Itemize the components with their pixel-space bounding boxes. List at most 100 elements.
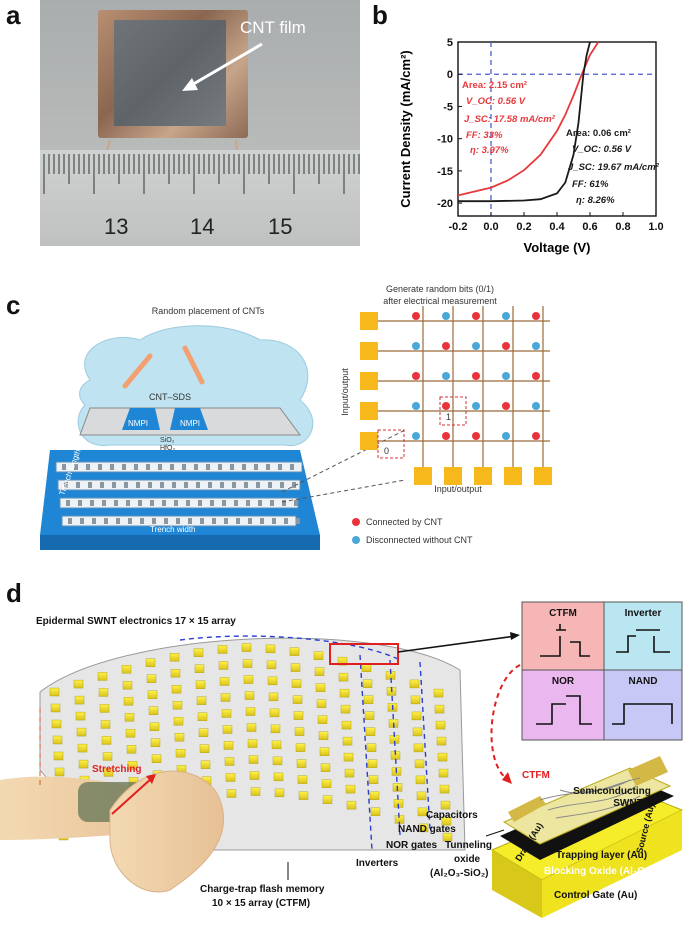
y-tick-label: -15 [437, 166, 453, 178]
ruler-ticks [43, 154, 360, 194]
random-placement-title: Random placement of CNTs [152, 306, 265, 316]
ctfm-callout: CTFM [522, 770, 550, 781]
device-pad [341, 720, 352, 730]
trench-cell [270, 500, 274, 506]
device-pad [100, 720, 111, 729]
device-pad [245, 707, 256, 716]
device-pad [249, 771, 260, 780]
trench-cell [122, 464, 126, 470]
device-pad [151, 754, 162, 763]
sio2-label: SiO₂ [160, 437, 175, 444]
device-pad [435, 720, 446, 730]
device-pad [343, 752, 354, 762]
device-pad [76, 727, 87, 737]
device-pad [317, 715, 328, 724]
trench-cell [224, 518, 228, 524]
trench-cell [160, 482, 164, 488]
black-jsc: J_SC: 19.67 mA/cm² [568, 162, 660, 173]
trench-cell [88, 482, 92, 488]
device-pad [102, 752, 113, 761]
device-pad [440, 800, 451, 810]
trench-cell [282, 500, 286, 506]
trench-cell [248, 518, 252, 524]
cnt-film-photo: CNT film 13 14 15 [40, 0, 360, 246]
device-pad [125, 729, 136, 738]
device-array [49, 643, 453, 842]
io-pad-left [360, 372, 378, 390]
trench-cell [100, 482, 104, 488]
device-pad [173, 717, 184, 726]
trench-cell [112, 482, 116, 488]
trench-cell [186, 500, 190, 506]
device-pad [54, 767, 65, 777]
red-ff: FF: 33% [466, 130, 503, 141]
io-pad-left [360, 402, 378, 420]
inverters-label: Inverters [356, 858, 399, 869]
trench-cell [184, 482, 188, 488]
trench-cell [234, 500, 238, 506]
bit-disconnected [412, 402, 420, 410]
trench-row [57, 479, 301, 491]
device-pad [370, 807, 381, 816]
device-pad [364, 711, 375, 720]
device-pad [197, 712, 208, 721]
device-pad [365, 727, 376, 736]
trench-cell [102, 500, 106, 506]
trench-cell [104, 518, 108, 524]
device-pad [265, 644, 276, 654]
trench-cell [110, 464, 114, 470]
device-pad [122, 681, 133, 690]
device-pad [77, 743, 88, 753]
device-pad [53, 751, 64, 761]
panel-letter-d: d [6, 578, 22, 608]
bit-disconnected [472, 402, 480, 410]
device-pad [246, 723, 257, 732]
device-pad [298, 791, 309, 800]
device-pad [415, 775, 426, 785]
device-pad [293, 711, 304, 720]
bit-connected [412, 372, 420, 380]
device-pad [174, 733, 185, 742]
trench-row [59, 497, 299, 509]
trench-cell [266, 464, 270, 470]
y-tick-label: -10 [437, 134, 453, 146]
device-pad [226, 789, 237, 798]
bit-disconnected [412, 342, 420, 350]
device-pad [410, 695, 421, 705]
trench-cell [232, 482, 236, 488]
device-pad [411, 711, 422, 721]
trench-cell [162, 500, 166, 506]
device-pad [345, 784, 356, 794]
trench-cell [294, 500, 298, 506]
trench-cell [212, 518, 216, 524]
device-pad [295, 743, 306, 752]
black-area: Area: 0.06 cm² [566, 128, 631, 139]
x-tick-label: 1.0 [648, 221, 663, 233]
trench-cell [218, 464, 222, 470]
device-pad [271, 740, 282, 750]
bit-connected [532, 372, 540, 380]
device-pad [172, 701, 183, 710]
device-pad [436, 736, 447, 746]
device-pad [270, 724, 281, 734]
device-pad [248, 755, 259, 764]
legend-connected-label: Connected by CNT [366, 517, 443, 527]
bit-connected [412, 312, 420, 320]
trench-cell [284, 518, 288, 524]
input-output-horizontal: Input/output [434, 484, 482, 494]
device-pad [194, 664, 205, 673]
device-pad [291, 679, 302, 688]
device-pad [363, 695, 374, 704]
device-pad [218, 661, 229, 670]
red-voc: V_OC: 0.56 V [466, 96, 526, 107]
series-line-1 [458, 41, 591, 203]
ctfm-array-line-2: 10 × 15 array (CTFM) [212, 898, 310, 909]
io-pad-left [360, 312, 378, 330]
trench-cell [222, 500, 226, 506]
device-pad [439, 784, 450, 794]
trench-cell [206, 464, 210, 470]
trench-cell [114, 500, 118, 506]
device-pad [121, 665, 132, 674]
trench-cell [152, 518, 156, 524]
